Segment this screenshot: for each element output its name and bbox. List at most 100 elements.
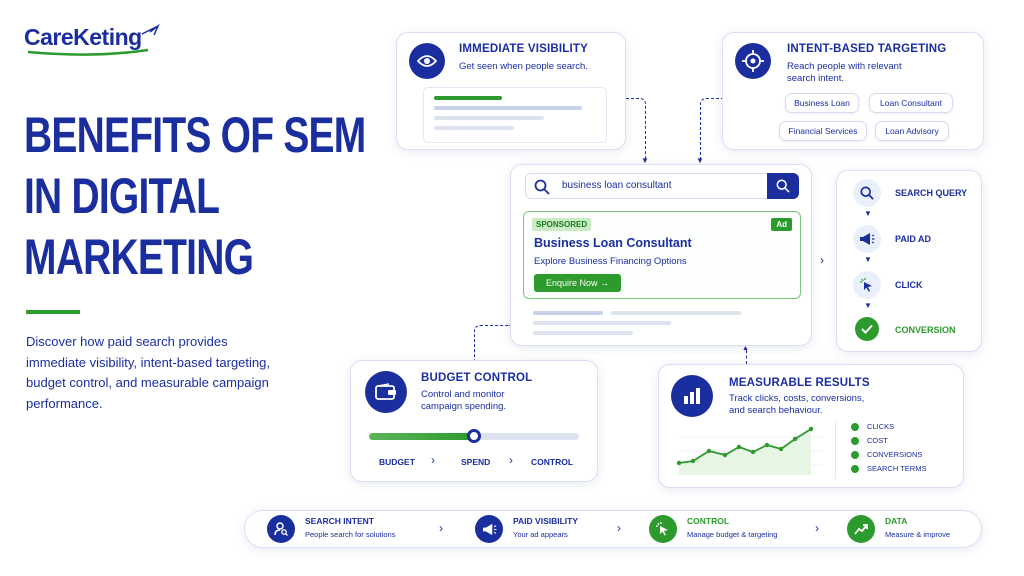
title-line-1: BENEFITS OF SEM: [24, 107, 366, 163]
connector-results: [746, 350, 747, 364]
results-title: MEASURABLE RESULTS: [729, 377, 870, 389]
targeting-title: INTENT-BASED TARGETING: [787, 43, 947, 55]
flow-step-label: SEARCH QUERY: [895, 188, 968, 198]
flow-step-label: CLICK: [895, 280, 923, 290]
metric-label: CONVERSIONS: [867, 450, 923, 459]
summary-strip: SEARCH INTENT People search for solution…: [244, 510, 982, 548]
search-bar[interactable]: business loan consultant: [525, 173, 799, 199]
description-line-2: immediate visibility, intent-based targe…: [26, 354, 270, 370]
ad-description: Explore Business Financing Options: [534, 256, 687, 267]
user-search-icon: [267, 515, 295, 543]
search-button[interactable]: [767, 173, 799, 199]
title-underline: [26, 310, 80, 314]
brand-logo: CareKeting: [24, 22, 164, 62]
cursor-click-icon: [649, 515, 677, 543]
search-icon: [853, 179, 881, 207]
title-line-2: IN DIGITAL: [24, 168, 220, 224]
conversion-flow-card: SEARCH QUERY ▼ PAID AD ▼ CLICK ▼ CONVERS…: [836, 170, 982, 352]
results-subtitle: Track clicks, costs, conversions, and se…: [729, 393, 864, 418]
strip-subtitle: People search for solutions: [305, 530, 396, 539]
budget-step-label: SPEND: [461, 457, 491, 467]
budget-slider[interactable]: [369, 429, 579, 443]
targeting-card: INTENT-BASED TARGETING Reach people with…: [722, 32, 984, 150]
keyword-chip: Loan Advisory: [875, 121, 949, 141]
chevron-right-icon: ›: [617, 521, 621, 535]
wallet-icon: [365, 371, 407, 413]
strip-title: SEARCH INTENT: [305, 516, 374, 526]
connector-visibility: [626, 98, 646, 160]
check-icon: [851, 451, 859, 459]
budget-step-label: BUDGET: [379, 457, 415, 467]
strip-subtitle: Measure & improve: [885, 530, 951, 539]
strip-subtitle: Manage budget & targeting: [687, 530, 778, 539]
cursor-click-icon: [853, 271, 881, 299]
check-circle-icon: [855, 317, 879, 341]
results-subtitle-line-1: Track clicks, costs, conversions,: [729, 393, 865, 404]
strip-title: PAID VISIBILITY: [513, 516, 579, 526]
visibility-card: IMMEDIATE VISIBILITY Get seen when peopl…: [396, 32, 626, 150]
targeting-subtitle: Reach people with relevant search intent…: [787, 61, 902, 86]
chevron-right-icon: ›: [815, 521, 819, 535]
visibility-subtitle: Get seen when people search.: [459, 61, 588, 72]
budget-card: BUDGET CONTROL Control and monitor campa…: [350, 360, 598, 482]
targeting-subtitle-line-2: search intent.: [787, 73, 845, 85]
metric-label: SEARCH TERMS: [867, 464, 927, 473]
description-line-1: Discover how paid search provides: [26, 334, 228, 349]
budget-step-label: CONTROL: [531, 457, 574, 467]
sponsored-ad[interactable]: SPONSORED Ad Business Loan Consultant Ex…: [523, 211, 801, 299]
ad-badge: Ad: [771, 218, 792, 231]
budget-subtitle-line-2: campaign spending.: [421, 401, 507, 413]
logo-text: CareKeting: [24, 24, 142, 50]
eye-icon: [409, 43, 445, 79]
search-icon: [534, 179, 550, 195]
chevron-right-icon: ›: [439, 521, 443, 535]
ad-title[interactable]: Business Loan Consultant: [534, 236, 692, 250]
logo-swoosh-icon: [27, 23, 160, 56]
check-icon: [851, 465, 859, 473]
slider-thumb[interactable]: [467, 429, 481, 443]
megaphone-icon: [475, 515, 503, 543]
arrow-right-icon: ›: [820, 253, 824, 267]
megaphone-icon: [853, 225, 881, 253]
target-icon: [735, 43, 771, 79]
visibility-title: IMMEDIATE VISIBILITY: [459, 43, 589, 55]
chevron-right-icon: ›: [431, 453, 435, 467]
arrow-down-icon: ▼: [641, 156, 649, 165]
connector-targeting: [700, 98, 722, 160]
budget-title: BUDGET CONTROL: [421, 372, 533, 384]
description-line-4: performance.: [26, 395, 103, 411]
results-subtitle-line-2: and search behaviour.: [729, 405, 823, 417]
arrow-down-icon: ▼: [696, 156, 704, 165]
trend-up-icon: [847, 515, 875, 543]
check-icon: [851, 423, 859, 431]
bar-chart-icon: [671, 375, 713, 417]
search-input[interactable]: business loan consultant: [562, 180, 672, 191]
budget-subtitle: Control and monitor campaign spending.: [421, 389, 506, 414]
sponsored-badge: SPONSORED: [532, 218, 592, 231]
flow-step-label: PAID AD: [895, 234, 931, 244]
strip-title: CONTROL: [687, 516, 730, 526]
slider-fill: [369, 433, 474, 440]
budget-subtitle-line-1: Control and monitor: [421, 389, 505, 400]
flow-step-label: CONVERSION: [895, 325, 956, 335]
trend-line-graphic: [676, 426, 823, 475]
metric-label: CLICKS: [867, 422, 895, 431]
title-line-3: MARKETING: [24, 229, 254, 285]
search-icon: [776, 179, 790, 193]
keyword-chip: Loan Consultant: [869, 93, 953, 113]
strip-title: DATA: [885, 516, 908, 526]
hero-description: Discover how paid search provides immedi…: [26, 332, 270, 414]
chevron-right-icon: ›: [509, 453, 513, 467]
keyword-chip: Financial Services: [779, 121, 867, 141]
check-icon: [851, 437, 859, 445]
keyword-chip: Business Loan: [785, 93, 859, 113]
results-card: MEASURABLE RESULTS Track clicks, costs, …: [658, 364, 964, 488]
enquire-now-button[interactable]: Enquire Now →: [534, 274, 622, 292]
description-line-3: budget control, and measurable campaign: [26, 375, 269, 390]
mini-results-preview: [423, 87, 607, 143]
strip-subtitle: Your ad appears: [513, 530, 568, 539]
search-results-panel: business loan consultant SPONSORED Ad Bu…: [510, 164, 812, 346]
arrow-up-icon: ▲: [742, 345, 749, 352]
metric-label: COST: [867, 436, 888, 445]
connector-budget: [474, 325, 510, 361]
